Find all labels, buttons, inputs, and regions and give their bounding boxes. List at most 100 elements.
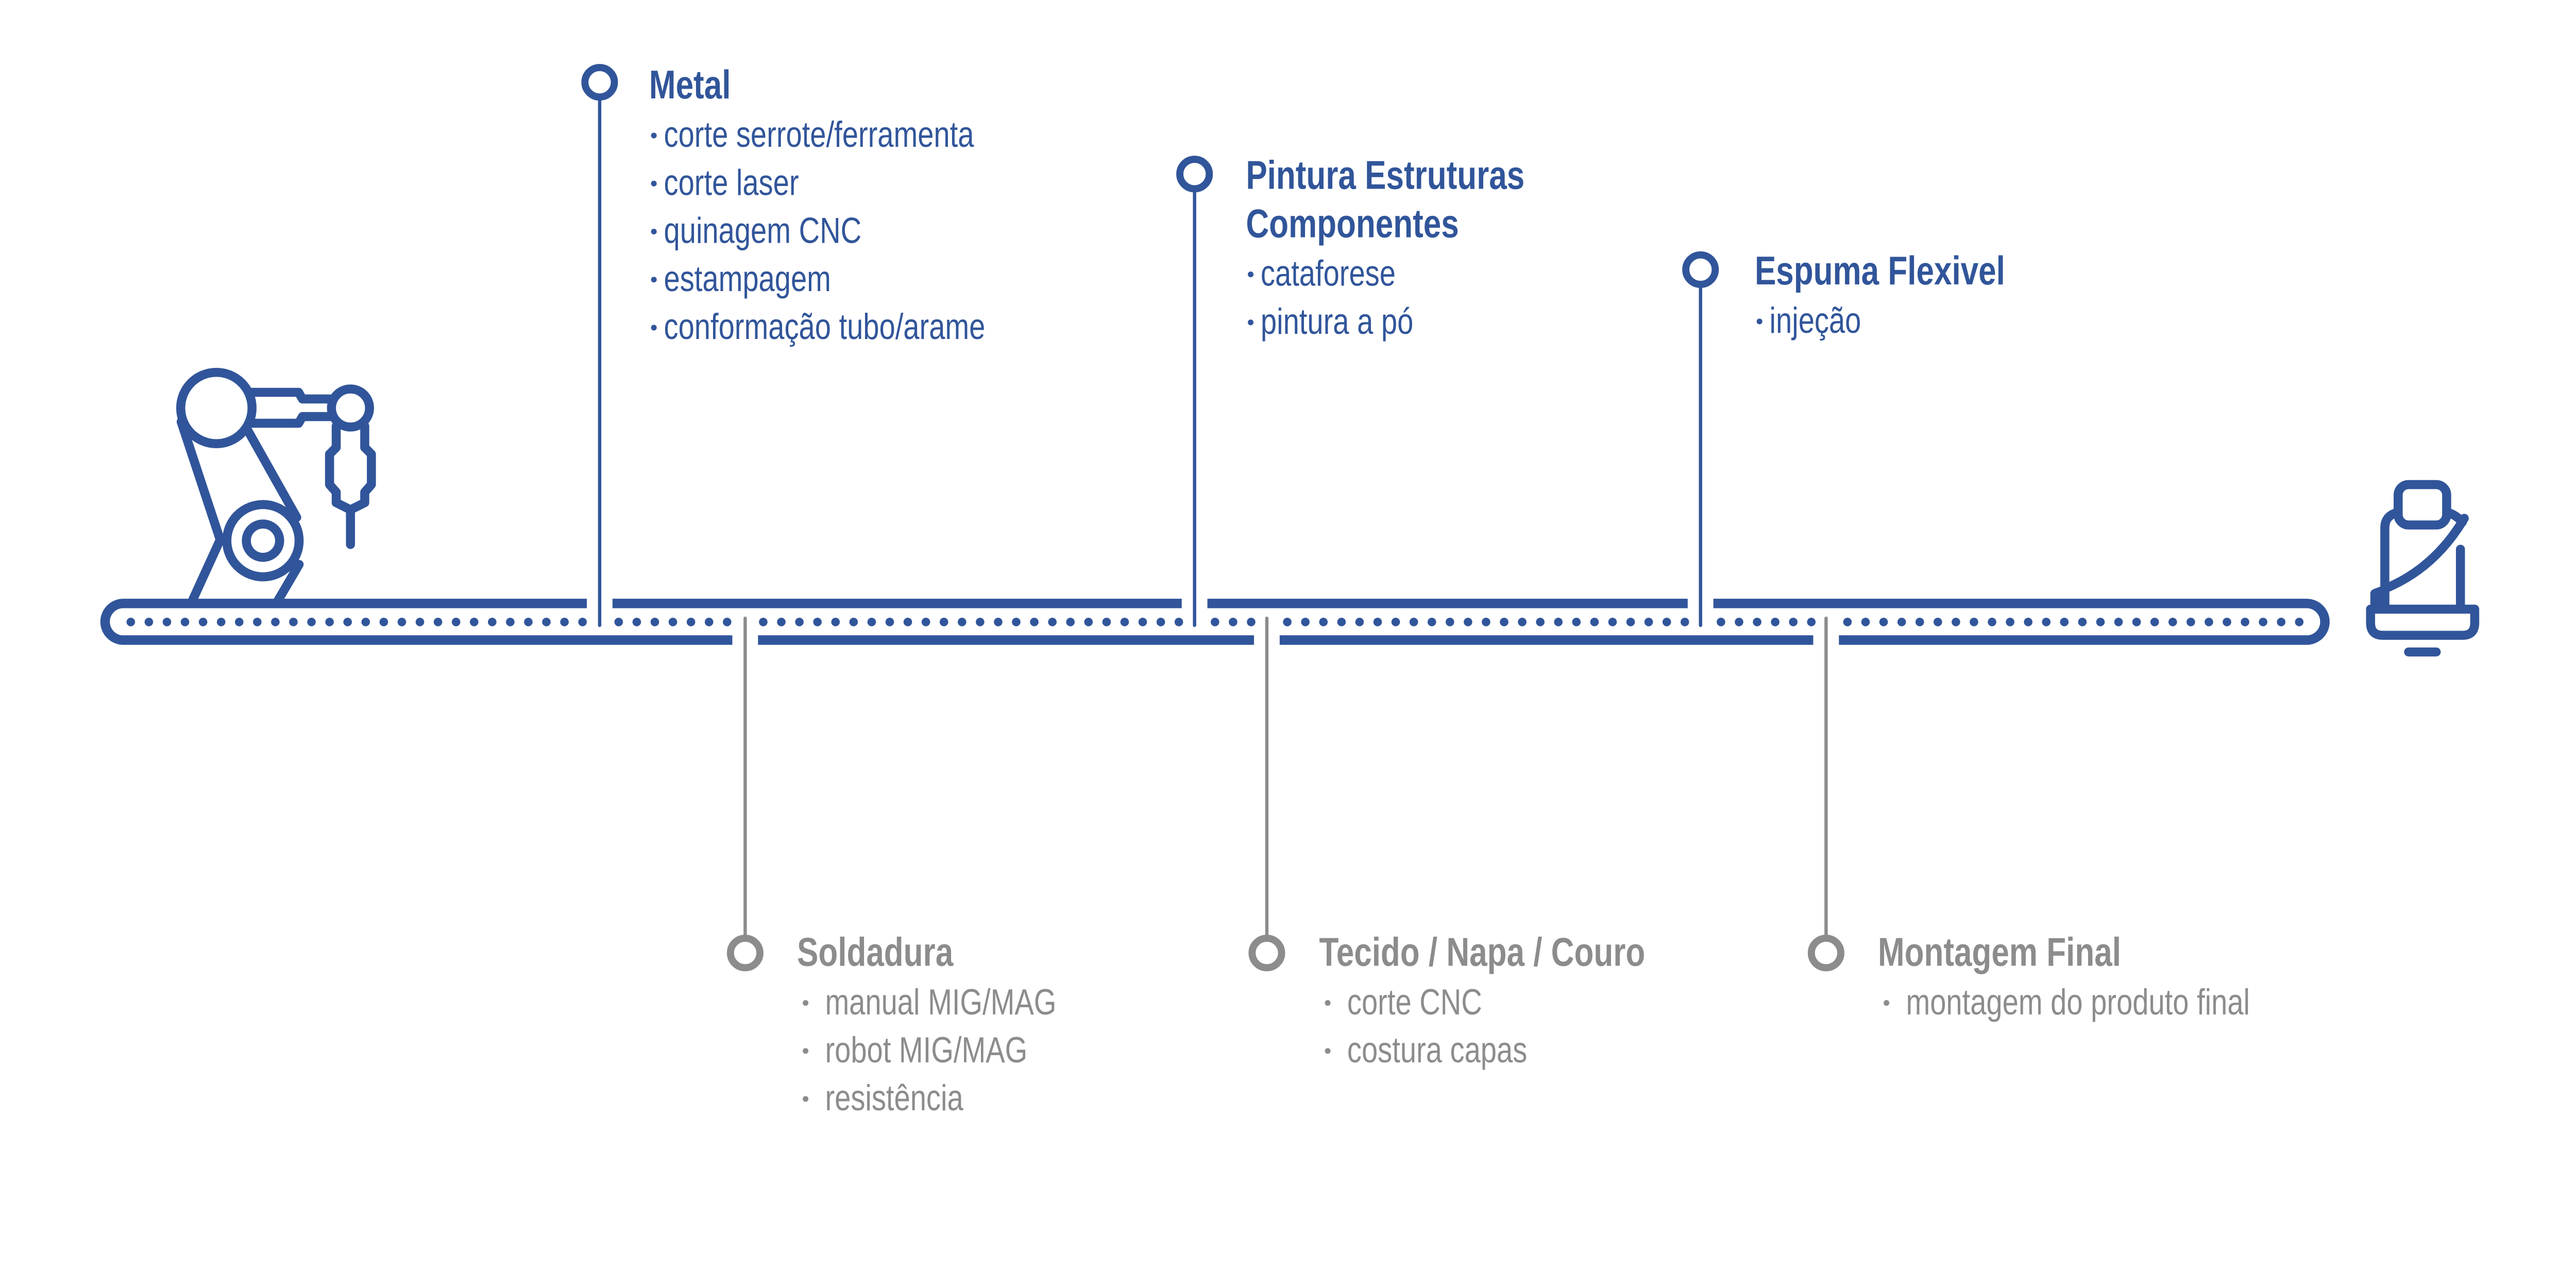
- conveyor-dot: [1500, 618, 1509, 626]
- conveyor-dot: [885, 618, 894, 626]
- conveyor-dot: [578, 618, 587, 626]
- conveyor-dot: [488, 618, 497, 626]
- conveyor-dot: [2259, 618, 2267, 626]
- bullet-icon: [651, 132, 657, 139]
- bullet-icon: [803, 1096, 809, 1102]
- conveyor-dot: [162, 618, 172, 626]
- conveyor-outline: [100, 599, 2330, 645]
- stage-title: Tecido / Napa / Couro: [1319, 929, 1645, 974]
- conveyor-dot: [1915, 618, 1924, 626]
- stage-marker-circle: [726, 935, 764, 972]
- conveyor-dot: [1626, 618, 1635, 626]
- stage-item: costura capas: [1347, 1030, 1527, 1070]
- stage-item: pintura a pó: [1261, 301, 1413, 342]
- stage-marker-circle: [1682, 251, 1719, 288]
- conveyor-dot: [686, 618, 696, 626]
- conveyor-dot: [1030, 618, 1039, 626]
- conveyor-dot: [1229, 618, 1238, 626]
- conveyor-dot: [180, 618, 190, 626]
- conveyor-dot: [1482, 618, 1490, 626]
- conveyor-dot: [1933, 618, 1942, 626]
- conveyor-dot: [2006, 618, 2014, 626]
- stage-item: estampagem: [664, 259, 831, 299]
- conveyor-dot: [2150, 618, 2159, 626]
- stage-title: Pintura Estruturas: [1246, 152, 1524, 197]
- conveyor-dot: [1536, 618, 1545, 626]
- stage-marker-circle: [1248, 935, 1285, 972]
- conveyor-dot: [2295, 618, 2304, 626]
- bullet-icon: [1248, 319, 1254, 326]
- conveyor-dot: [994, 618, 1003, 626]
- conveyor-dot: [1102, 618, 1111, 626]
- conveyor-dot: [2205, 618, 2213, 626]
- stage-title: Espuma Flexivel: [1755, 248, 2005, 293]
- conveyor-dot: [668, 618, 677, 626]
- conveyor-dot: [1897, 618, 1906, 626]
- conveyor-dot: [271, 618, 280, 626]
- bullet-icon: [1884, 1000, 1890, 1006]
- conveyor-dot: [1138, 618, 1147, 626]
- conveyor-dot: [1174, 618, 1183, 626]
- stage-marker-circle: [1807, 935, 1844, 972]
- conveyor-dot: [289, 618, 298, 626]
- conveyor-dot: [1048, 618, 1057, 626]
- conveyor-dot: [397, 618, 406, 626]
- conveyor-dot: [1464, 618, 1472, 626]
- conveyor-dot: [939, 618, 948, 626]
- conveyor-dot: [506, 618, 515, 626]
- conveyor-dot: [759, 618, 768, 626]
- conveyor-dot: [1680, 618, 1689, 626]
- conveyor-dot: [831, 618, 840, 626]
- bullet-icon: [651, 228, 657, 235]
- conveyor-dot: [1445, 618, 1454, 626]
- conveyor-dot: [1843, 618, 1852, 626]
- stage-item: montagem do produto final: [1906, 982, 2250, 1022]
- conveyor-dot: [1807, 618, 1816, 626]
- conveyor-dot: [2187, 618, 2195, 626]
- conveyor-dot: [795, 618, 804, 626]
- conveyor-dot: [2241, 618, 2249, 626]
- conveyor-dot: [921, 618, 930, 626]
- car-seat-icon: [2366, 480, 2480, 657]
- stage-marker-circle: [581, 64, 618, 101]
- conveyor-dot: [2096, 618, 2105, 626]
- conveyor-dot: [704, 618, 714, 626]
- conveyor-dot: [1012, 618, 1021, 626]
- conveyor-dot: [1644, 618, 1653, 626]
- bullet-icon: [803, 1048, 809, 1054]
- conveyor-dot: [451, 618, 461, 626]
- conveyor-dot: [198, 618, 208, 626]
- conveyor-dot: [2060, 618, 2069, 626]
- stage-item: corte serrote/ferramenta: [664, 114, 974, 155]
- robot-arm-icon: [176, 367, 376, 605]
- stage-item: quinagem CNC: [664, 211, 862, 251]
- conveyor-dot: [1879, 618, 1888, 626]
- conveyor-dot: [1717, 618, 1725, 626]
- conveyor-dot: [1735, 618, 1743, 626]
- conveyor-dot: [325, 618, 334, 626]
- stage-title: Soldadura: [797, 929, 954, 974]
- stage-item: robot MIG/MAG: [825, 1030, 1027, 1070]
- conveyor-dot: [1988, 618, 1996, 626]
- bullet-icon: [1325, 1000, 1331, 1006]
- bullet-icon: [651, 277, 657, 283]
- conveyor-dot: [1590, 618, 1599, 626]
- conveyor-dot: [2114, 618, 2123, 626]
- stage-title: Montagem Final: [1878, 929, 2121, 974]
- conveyor-dot: [2024, 618, 2032, 626]
- conveyor-dot: [1391, 618, 1400, 626]
- stage-item: conformação tubo/arame: [664, 307, 986, 347]
- conveyor-dot: [144, 618, 154, 626]
- conveyor-dot: [1301, 618, 1310, 626]
- lower-stage-2: Montagem Final montagem do produto final: [1807, 616, 2250, 1022]
- conveyor-dot: [1373, 618, 1382, 626]
- conveyor-dot: [1952, 618, 1960, 626]
- conveyor-dot: [1771, 618, 1780, 626]
- conveyor-dot: [1211, 618, 1219, 626]
- conveyor-dot: [957, 618, 967, 626]
- conveyor-dot: [2132, 618, 2141, 626]
